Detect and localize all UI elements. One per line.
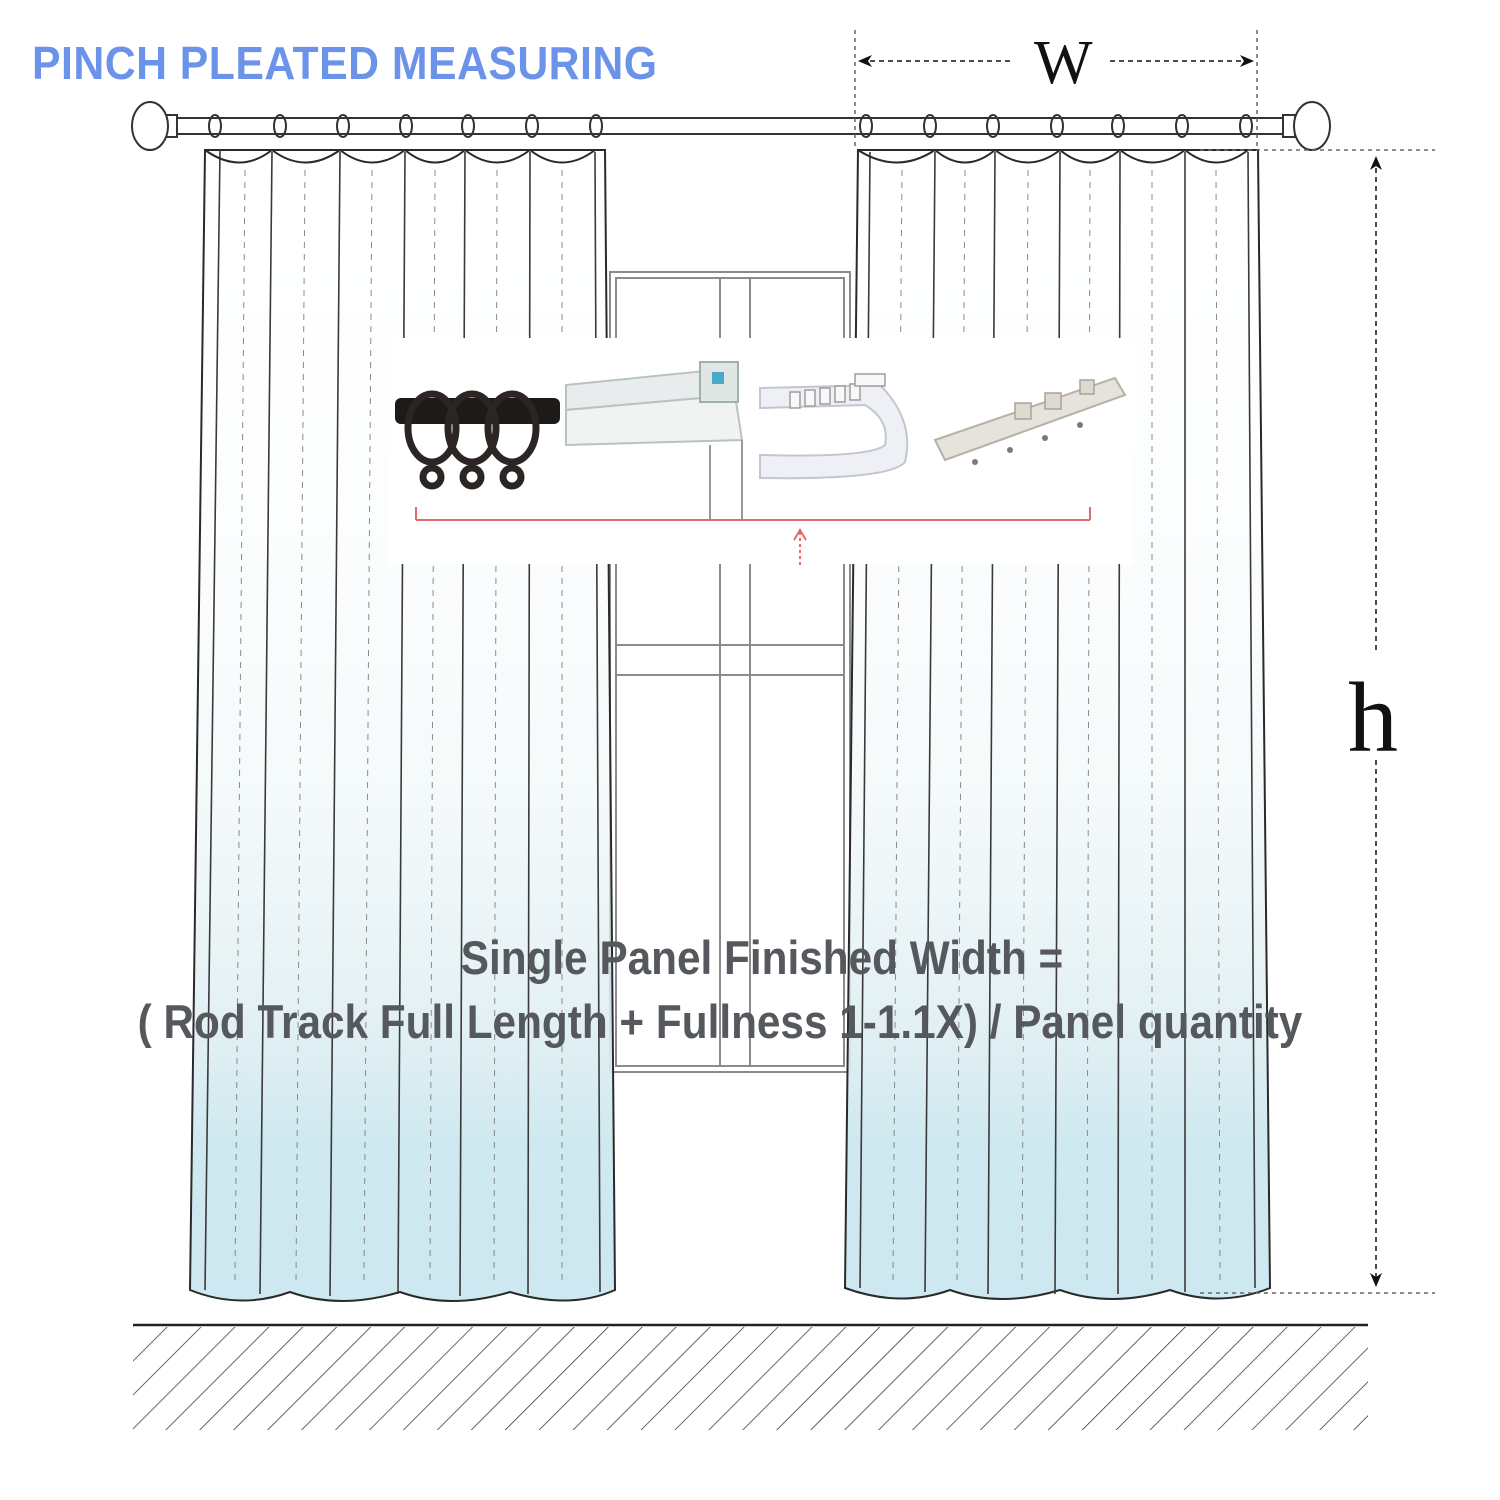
curved-track-image bbox=[759, 373, 909, 480]
right-curtain-panel bbox=[843, 148, 1272, 1300]
curtain-rod bbox=[131, 101, 1331, 151]
formula-line-2: ( Rod Track Full Length + Fullness 1-1.1… bbox=[137, 995, 1303, 1048]
diagram-title: PINCH PLEATED MEASURING bbox=[32, 37, 658, 89]
straight-track-image bbox=[933, 376, 1127, 465]
ceiling-track-image bbox=[565, 361, 744, 520]
width-dimension bbox=[854, 30, 1258, 150]
rod-with-rings-image bbox=[395, 390, 560, 490]
formula-line-1: Single Panel Finished Width = bbox=[460, 931, 1064, 984]
width-label: W bbox=[1034, 29, 1093, 97]
height-label: h bbox=[1348, 662, 1398, 773]
height-dimension bbox=[1200, 149, 1435, 1294]
window-frame bbox=[609, 271, 851, 1073]
rod-finial-right bbox=[1293, 101, 1331, 151]
rod-finial-left bbox=[131, 101, 169, 151]
floor bbox=[133, 1323, 1368, 1430]
curtain-rings bbox=[208, 114, 1253, 138]
left-curtain-panel bbox=[188, 148, 617, 1302]
measure-bracket bbox=[415, 507, 1091, 565]
hardware-inset bbox=[388, 338, 1133, 565]
